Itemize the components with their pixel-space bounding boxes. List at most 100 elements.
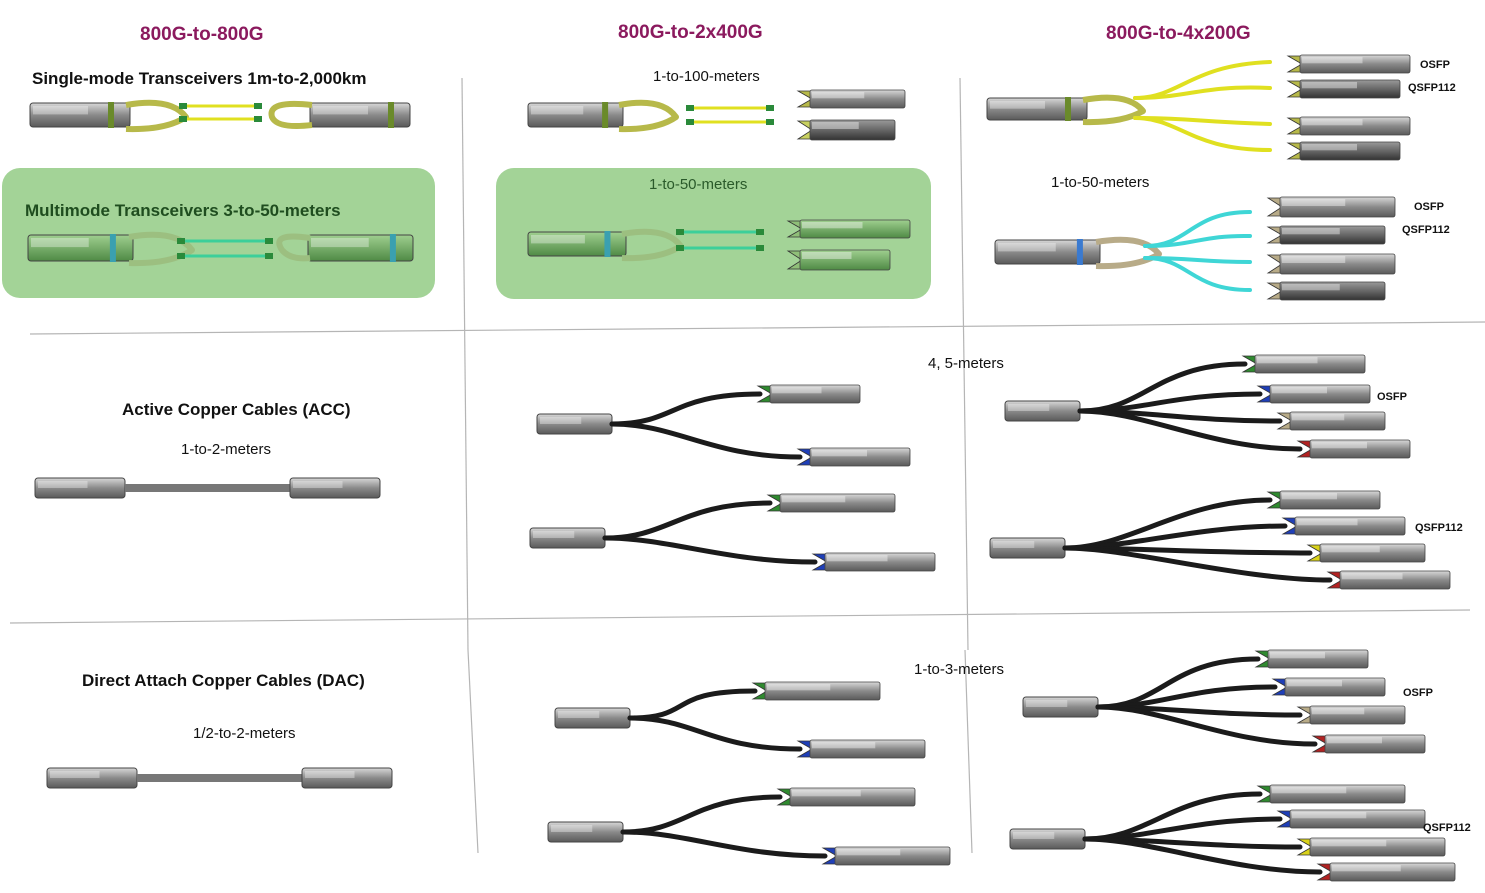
module-body bbox=[301, 767, 393, 789]
pull-tab bbox=[276, 233, 311, 262]
module-body bbox=[27, 234, 134, 262]
color-stripe bbox=[602, 102, 609, 128]
module-200g-400g bbox=[766, 493, 896, 513]
module-highlight bbox=[1282, 284, 1340, 291]
qsfp112-label-optics-sm: QSFP112 bbox=[1408, 82, 1456, 94]
module-highlight bbox=[1327, 737, 1382, 744]
module-highlight bbox=[772, 387, 822, 394]
module-200g-400g bbox=[821, 846, 951, 866]
module-800g bbox=[527, 99, 679, 133]
module-200g-400g bbox=[796, 89, 906, 109]
module-800g bbox=[1022, 696, 1099, 718]
connector bbox=[265, 253, 273, 259]
module-highlight bbox=[1013, 832, 1055, 839]
module-body bbox=[1269, 784, 1406, 804]
multimode-panel-800g bbox=[2, 168, 435, 298]
header-800g-to-2x400g: 800G-to-2x400G bbox=[618, 22, 763, 43]
grid-divider bbox=[959, 77, 969, 651]
module-body bbox=[764, 681, 881, 701]
module-body bbox=[1269, 384, 1371, 404]
module-highlight bbox=[802, 222, 863, 229]
module-highlight bbox=[531, 106, 584, 115]
module-body bbox=[809, 89, 906, 109]
module-200g-400g bbox=[1281, 516, 1406, 536]
module-highlight bbox=[293, 481, 343, 488]
module-body bbox=[779, 493, 896, 513]
module-200g-400g bbox=[776, 787, 916, 807]
module-200g-400g bbox=[1271, 677, 1386, 697]
module-body bbox=[994, 239, 1101, 265]
module-highlight bbox=[1292, 812, 1367, 819]
module-800g bbox=[994, 236, 1162, 270]
module-body bbox=[1279, 225, 1386, 245]
cable bbox=[1077, 391, 1263, 414]
module-highlight bbox=[1272, 387, 1327, 394]
osfp-label-optics-sm: OSFP bbox=[1420, 59, 1450, 71]
module-highlight bbox=[1026, 700, 1068, 707]
cable bbox=[1143, 256, 1252, 292]
color-stripe bbox=[108, 102, 114, 128]
color-stripe bbox=[604, 231, 611, 257]
color-stripe bbox=[388, 102, 394, 128]
module-body bbox=[289, 477, 381, 499]
copper-cable bbox=[125, 484, 290, 492]
module-800g bbox=[527, 228, 684, 262]
copper-cable bbox=[137, 774, 302, 782]
connector bbox=[254, 116, 262, 122]
module-highlight bbox=[1287, 680, 1342, 687]
module-highlight bbox=[1272, 787, 1347, 794]
connector bbox=[177, 238, 185, 244]
module-highlight bbox=[1312, 708, 1365, 715]
module-800g bbox=[301, 767, 393, 789]
module-800g bbox=[34, 477, 126, 499]
module-body bbox=[799, 249, 891, 271]
module-highlight bbox=[558, 711, 600, 718]
module-highlight bbox=[1282, 199, 1346, 206]
module-body bbox=[527, 231, 627, 257]
module-body bbox=[1284, 677, 1386, 697]
cable bbox=[1062, 523, 1288, 551]
cable bbox=[1143, 233, 1252, 248]
module-200g-400g bbox=[786, 249, 891, 271]
module-highlight bbox=[31, 238, 89, 248]
col2-singlemode-distance: 1-to-100-meters bbox=[653, 68, 760, 85]
module-800g bbox=[29, 99, 189, 133]
module-highlight bbox=[1282, 228, 1340, 235]
module-800g bbox=[1004, 400, 1081, 422]
module-body bbox=[809, 119, 896, 141]
module-highlight bbox=[1008, 404, 1050, 411]
col2-multimode-distance: 1-to-50-meters bbox=[649, 176, 748, 193]
module-800g bbox=[989, 537, 1066, 559]
cable bbox=[627, 715, 803, 752]
cable bbox=[602, 500, 773, 541]
module-200g-400g bbox=[1266, 225, 1386, 245]
osfp-label-acc: OSFP bbox=[1377, 391, 1407, 403]
color-stripe bbox=[1076, 239, 1083, 265]
module-highlight bbox=[767, 684, 831, 691]
module-body bbox=[1289, 411, 1386, 431]
module-highlight bbox=[1282, 493, 1337, 500]
qsfp112-label-acc: QSFP112 bbox=[1415, 522, 1463, 534]
module-highlight bbox=[1302, 57, 1363, 64]
acc-title: Active Copper Cables (ACC) bbox=[122, 400, 351, 419]
pull-tab bbox=[621, 228, 684, 262]
module-800g bbox=[289, 477, 381, 499]
dac-title: Direct Attach Copper Cables (DAC) bbox=[82, 671, 365, 690]
pull-tab bbox=[128, 231, 195, 267]
osfp-label-dac: OSFP bbox=[1403, 687, 1433, 699]
connector bbox=[756, 245, 764, 251]
grid-divider bbox=[467, 649, 479, 854]
module-highlight bbox=[1302, 82, 1357, 89]
module-body bbox=[789, 787, 916, 807]
module-highlight bbox=[313, 106, 368, 115]
module-highlight bbox=[993, 541, 1035, 548]
header-800g-to-4x200g: 800G-to-4x200G bbox=[1106, 23, 1251, 44]
module-800g bbox=[547, 821, 624, 843]
module-highlight bbox=[812, 92, 865, 99]
module-800g bbox=[554, 707, 631, 729]
module-highlight bbox=[531, 235, 585, 244]
module-body bbox=[986, 97, 1088, 121]
module-body bbox=[1254, 354, 1366, 374]
qsfp112-label-dac: QSFP112 bbox=[1423, 822, 1471, 834]
cable bbox=[1062, 497, 1273, 551]
